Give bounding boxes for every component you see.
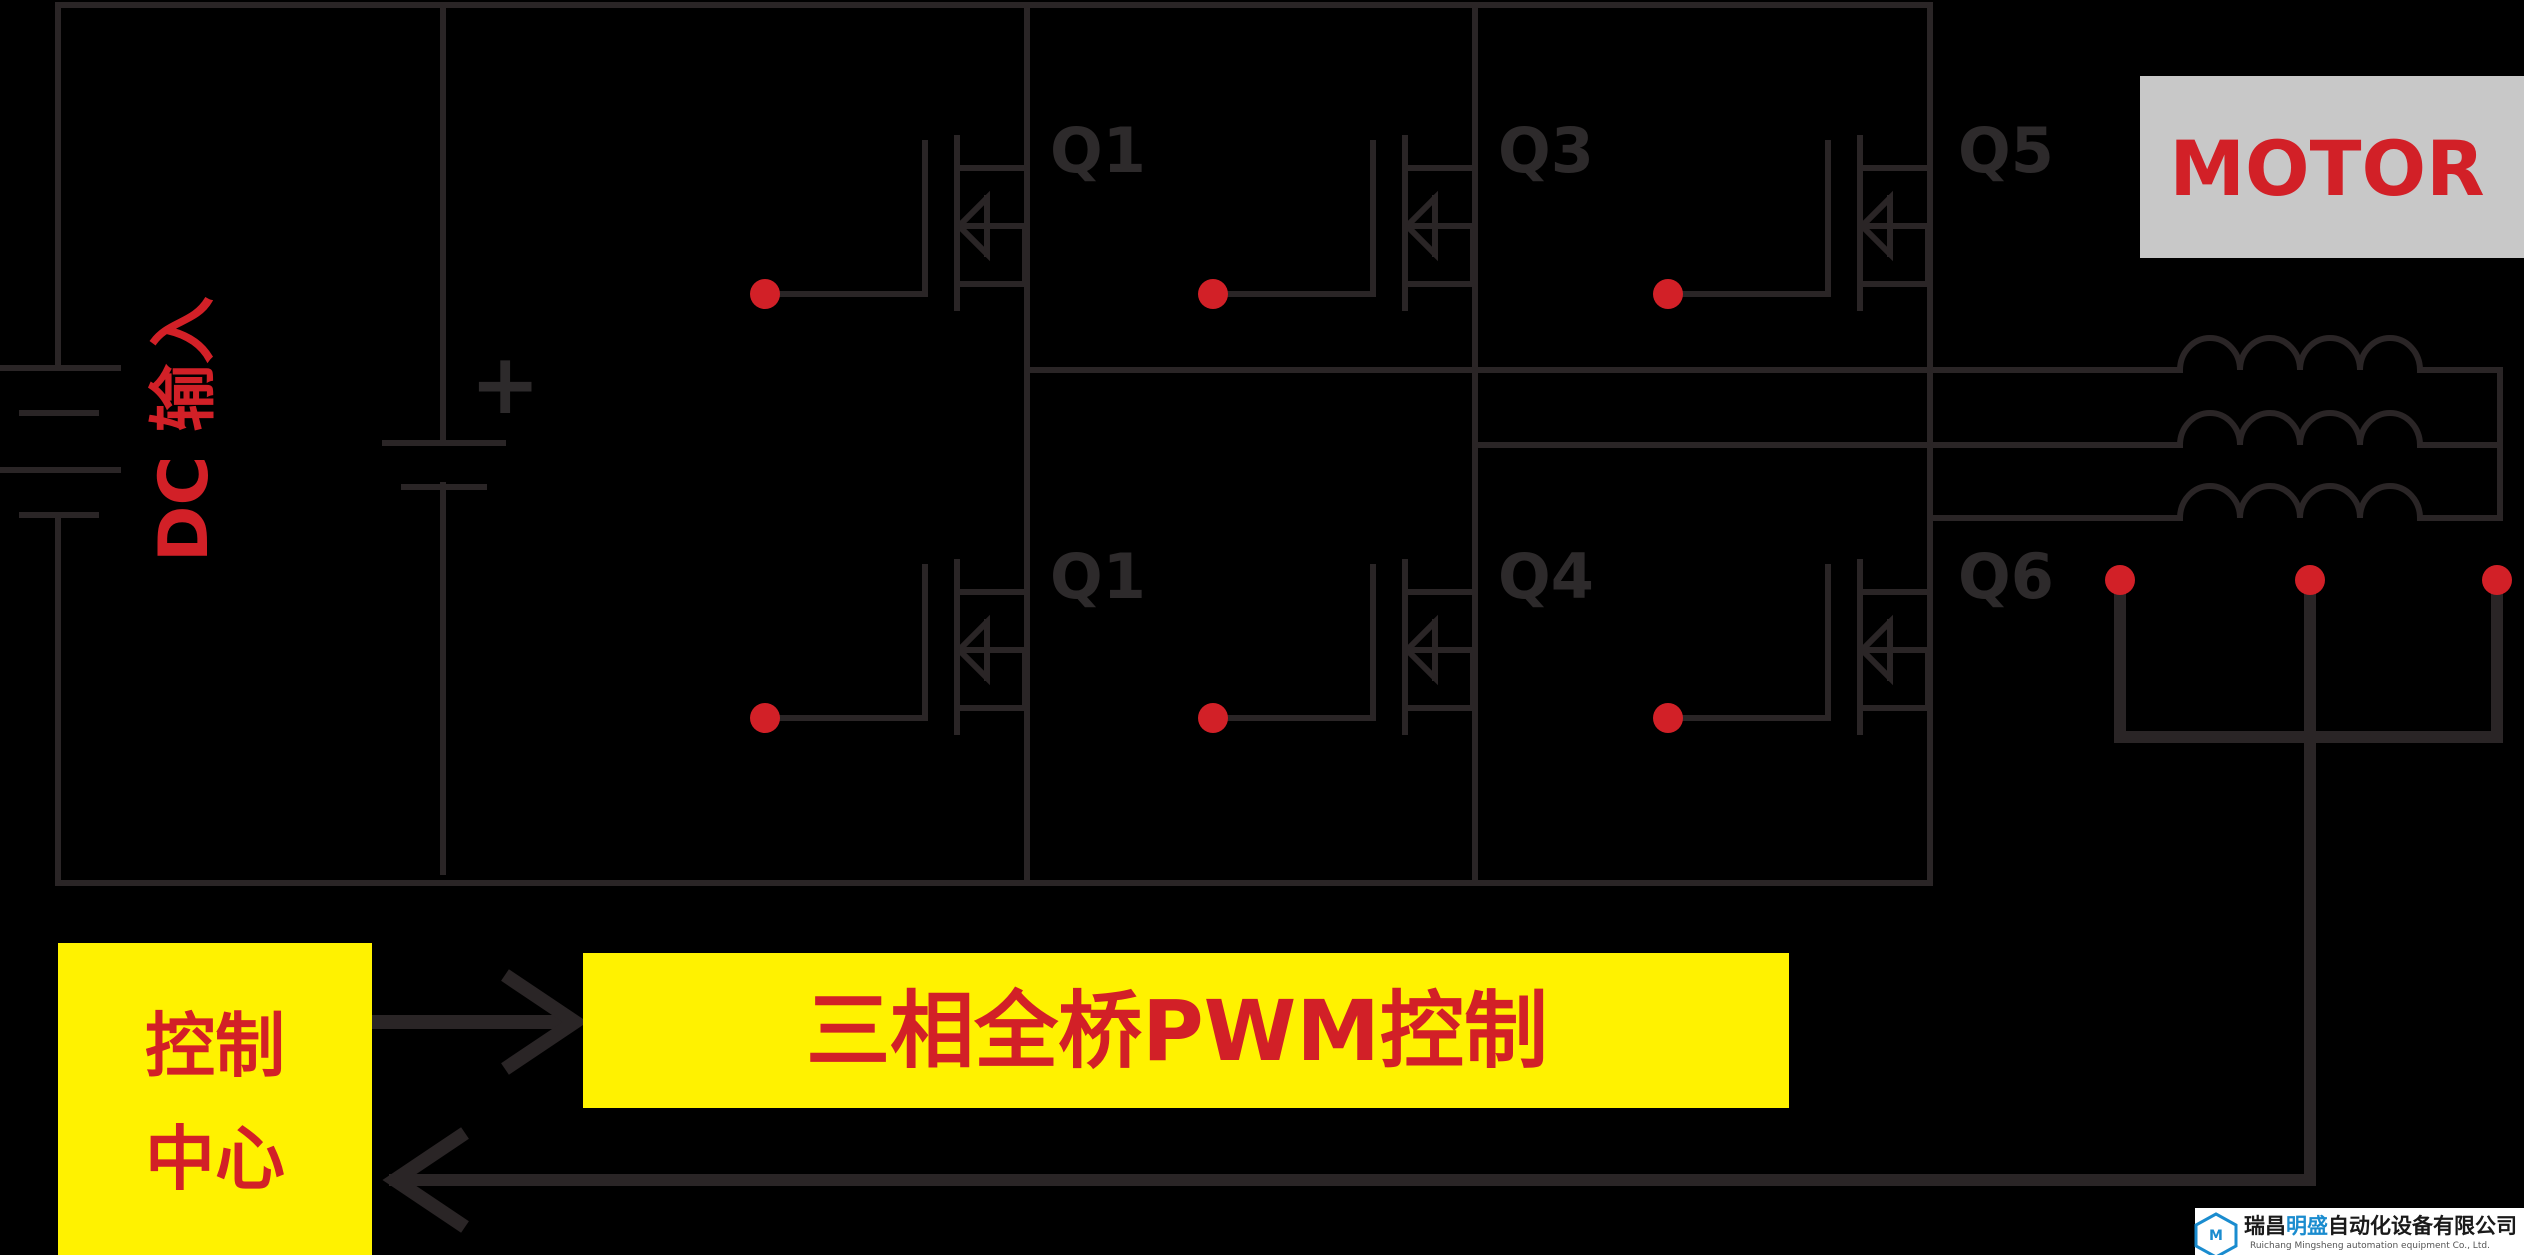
label-q3: Q3 <box>1498 114 1594 187</box>
transistor-q6 <box>1653 562 1930 733</box>
pwm-control-label: 三相全桥PWM控制 <box>806 982 1548 1080</box>
control-center-line2: 中心 <box>145 1118 285 1200</box>
arrow-left-icon <box>382 1127 469 1233</box>
inductor-coil-icon <box>2176 335 2503 522</box>
transistor-q1-top <box>750 138 1027 309</box>
capacitor-icon <box>382 440 506 490</box>
motor-label: MOTOR <box>2169 124 2484 213</box>
arrow-right-icon <box>372 969 588 1075</box>
transistor-q1-bottom <box>750 562 1027 733</box>
dc-input-label: DC 输入 <box>145 296 224 562</box>
label-q6: Q6 <box>1958 540 2054 613</box>
company-logo-icon: M <box>2194 1212 2238 1255</box>
svg-text:M: M <box>2209 1228 2223 1244</box>
label-q1-top: Q1 <box>1050 114 1146 187</box>
label-q4: Q4 <box>1498 540 1594 613</box>
transistor-q5 <box>1653 138 1930 309</box>
logo-company-name: 瑞昌明盛自动化设备有限公司 <box>2244 1214 2517 1238</box>
pwm-control-box: 三相全桥PWM控制 <box>583 953 1789 1108</box>
dc-input-battery-icon <box>0 365 121 518</box>
main-bus-wiring <box>55 2 2183 886</box>
control-center-box: 控制 中心 <box>58 943 372 1255</box>
sensor-terminal-3 <box>2482 565 2512 595</box>
sensor-terminal-2 <box>2295 565 2325 595</box>
motor-box: MOTOR <box>2140 76 2524 258</box>
label-q5: Q5 <box>1958 114 2054 187</box>
positive-terminal-label: + <box>470 335 540 433</box>
company-logo: M 瑞昌明盛自动化设备有限公司 Ruichang Mingsheng autom… <box>2194 1208 2524 1255</box>
sensor-terminal-1 <box>2105 565 2135 595</box>
label-q1-bottom: Q1 <box>1050 540 1146 613</box>
transistor-q4 <box>1198 562 1475 733</box>
logo-english-name: Ruichang Mingsheng automation equipment … <box>2250 1241 2490 1251</box>
control-center-line1: 控制 <box>145 1005 285 1087</box>
feedback-sensor-wiring <box>389 565 2512 1186</box>
transistor-q3 <box>1198 138 1475 309</box>
